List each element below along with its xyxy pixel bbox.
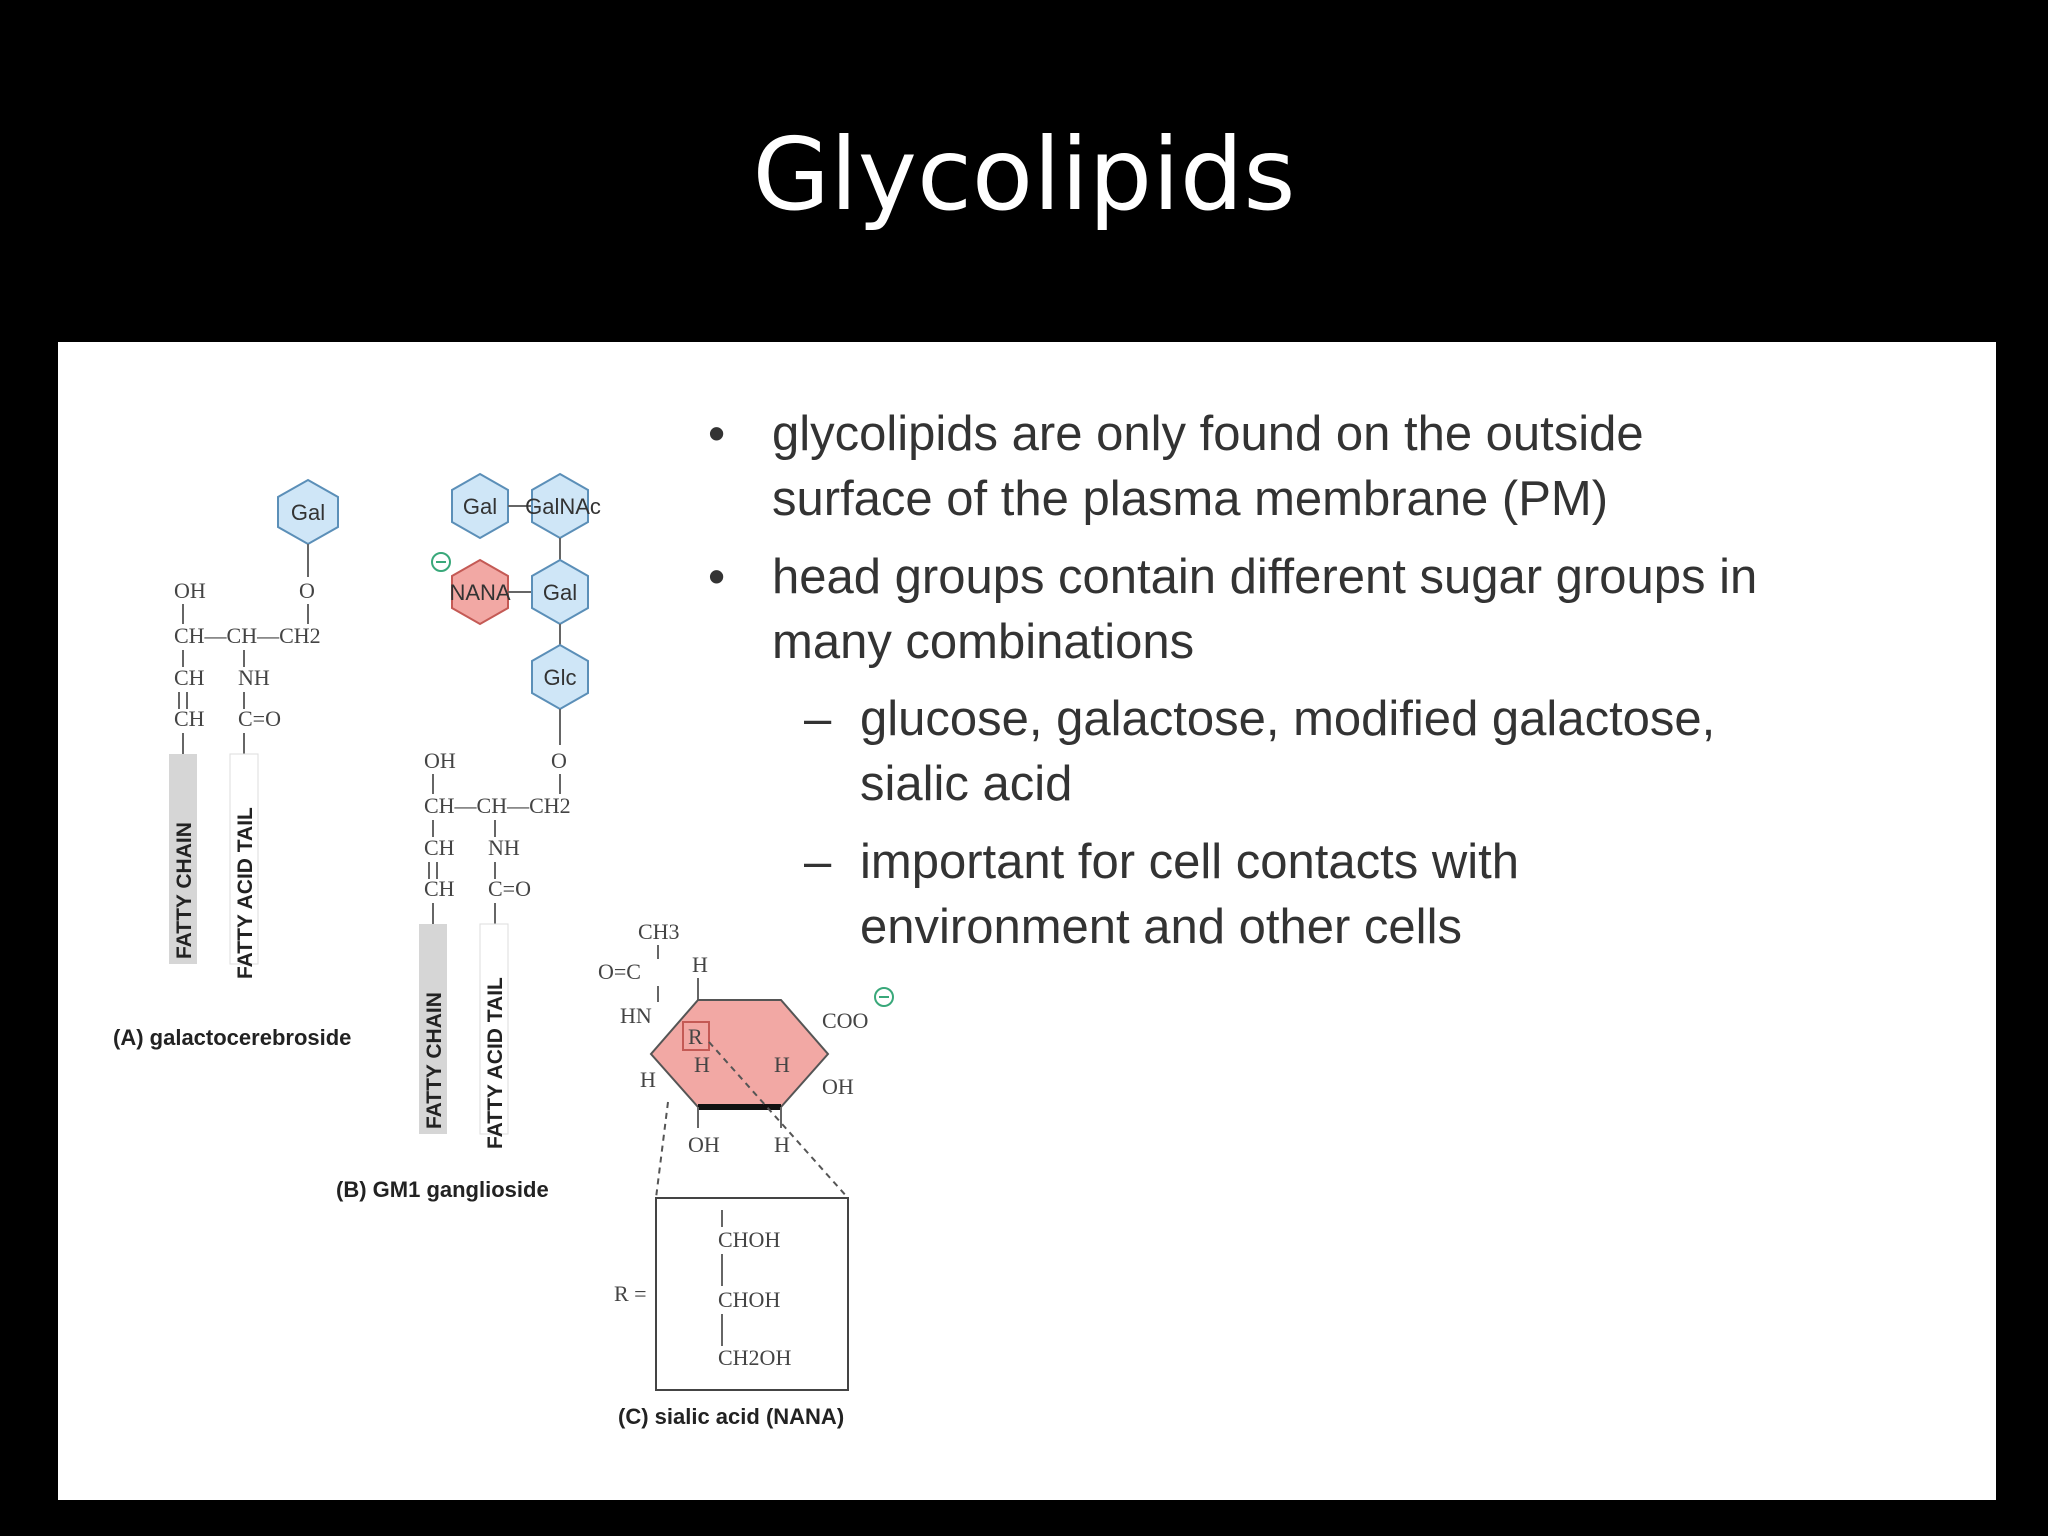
hydroxyl-label: OH <box>174 578 206 603</box>
negative-charge-icon <box>431 552 451 572</box>
sugar-label-gal-2: Gal <box>543 580 577 605</box>
backbone-row: CH—CH—CH2 <box>424 793 571 818</box>
content-panel: Gal O OH CH—CH—CH2 CH NH CH C=O FATTY CH… <box>58 342 1996 1500</box>
fatty-chain-bar <box>419 924 447 1134</box>
panel-a-galactocerebroside: Gal O OH CH—CH—CH2 CH NH CH C=O FATTY CH… <box>113 478 351 1050</box>
coo-label: COO <box>822 1008 868 1033</box>
oxygen-label: O <box>551 748 567 773</box>
hydroxyl-label: OH <box>424 748 456 773</box>
panel-c-sialic-acid: CH3 O=C H HN R H H H COO OH OH H <box>598 919 894 1429</box>
h-left-label: H <box>640 1067 656 1092</box>
negative-charge-icon <box>874 987 894 1007</box>
bullet-line: head groups contain different sugar grou… <box>772 550 1758 604</box>
r-row-1: CHOH <box>718 1227 780 1252</box>
r-row-3: CH2OH <box>718 1345 791 1370</box>
bullet-line: sialic acid <box>860 757 1073 811</box>
oxygen-label: O <box>299 578 315 603</box>
slide-title: Glycolipids <box>752 116 1296 233</box>
fatty-acid-tail-bar <box>229 753 259 965</box>
nh-label: NH <box>488 835 520 860</box>
bullet-line: glycolipids are only found on the outsid… <box>772 407 1644 461</box>
carbonyl-label: C=O <box>488 876 531 901</box>
carbonyl-label: C=O <box>238 706 281 731</box>
ch-label-2: CH <box>424 876 455 901</box>
fatty-chain-label: FATTY CHAIN <box>173 822 196 959</box>
gal-sugar-hexagon <box>451 472 509 540</box>
fatty-acid-tail-label: FATTY ACID TAIL <box>234 807 257 979</box>
hn-label: HN <box>620 1003 652 1028</box>
oh-bottom-label: OH <box>688 1132 720 1157</box>
glycolipid-figure: Gal O OH CH—CH—CH2 CH NH CH C=O FATTY CH… <box>113 472 894 1429</box>
r-row-2: CHOH <box>718 1287 780 1312</box>
nh-label: NH <box>238 665 270 690</box>
r-definition-label: R = <box>614 1281 647 1306</box>
h-top-label: H <box>692 952 708 977</box>
sugar-label-gal: Gal <box>463 494 497 519</box>
bullet-line: glucose, galactose, modified galactose, <box>860 692 1716 746</box>
bullet-line: important for cell contacts with <box>860 835 1520 889</box>
sub-bullet-marker: – <box>804 692 832 746</box>
panel-b-gm1-ganglioside: Gal GalNAc NANA Gal Glc O OH CH—CH—CH2 C… <box>336 472 601 1202</box>
sugar-label: Gal <box>291 500 325 525</box>
sialic-acid-ring <box>649 999 830 1108</box>
fatty-chain-bar <box>169 754 197 964</box>
h-inner-2: H <box>774 1052 790 1077</box>
bullet-marker: • <box>708 407 726 461</box>
sugar-label-galnac: GalNAc <box>525 494 601 519</box>
bullet-line: environment and other cells <box>860 900 1462 954</box>
r-group-box <box>682 1021 710 1051</box>
ch-label-2: CH <box>174 706 205 731</box>
r-group-definition-box <box>655 1197 849 1391</box>
ch3-label: CH3 <box>638 919 680 944</box>
ch-label: CH <box>174 665 205 690</box>
bullet-marker: • <box>708 550 726 604</box>
fatty-chain-label: FATTY CHAIN <box>423 992 446 1129</box>
panel-c-caption: (C) sialic acid (NANA) <box>618 1404 844 1429</box>
h-bottom-label: H <box>774 1132 790 1157</box>
fatty-acid-tail-bar <box>479 923 509 1135</box>
r-box-label: R <box>688 1024 703 1049</box>
sub-bullet-marker: – <box>804 835 832 889</box>
h-inner-1: H <box>694 1052 710 1077</box>
oh-right-label: OH <box>822 1074 854 1099</box>
fatty-acid-tail-label: FATTY ACID TAIL <box>484 977 507 1149</box>
backbone-row: CH—CH—CH2 <box>174 623 321 648</box>
sugar-label-glc: Glc <box>544 665 577 690</box>
panel-a-caption: (A) galactocerebroside <box>113 1025 351 1050</box>
sugar-label-nana: NANA <box>449 580 510 605</box>
panel-b-caption: (B) GM1 ganglioside <box>336 1177 549 1202</box>
ch-label: CH <box>424 835 455 860</box>
bullet-line: surface of the plasma membrane (PM) <box>772 472 1609 526</box>
nana-sugar-hexagon <box>451 558 509 626</box>
bullet-line: many combinations <box>772 615 1195 669</box>
oc-label: O=C <box>598 959 641 984</box>
